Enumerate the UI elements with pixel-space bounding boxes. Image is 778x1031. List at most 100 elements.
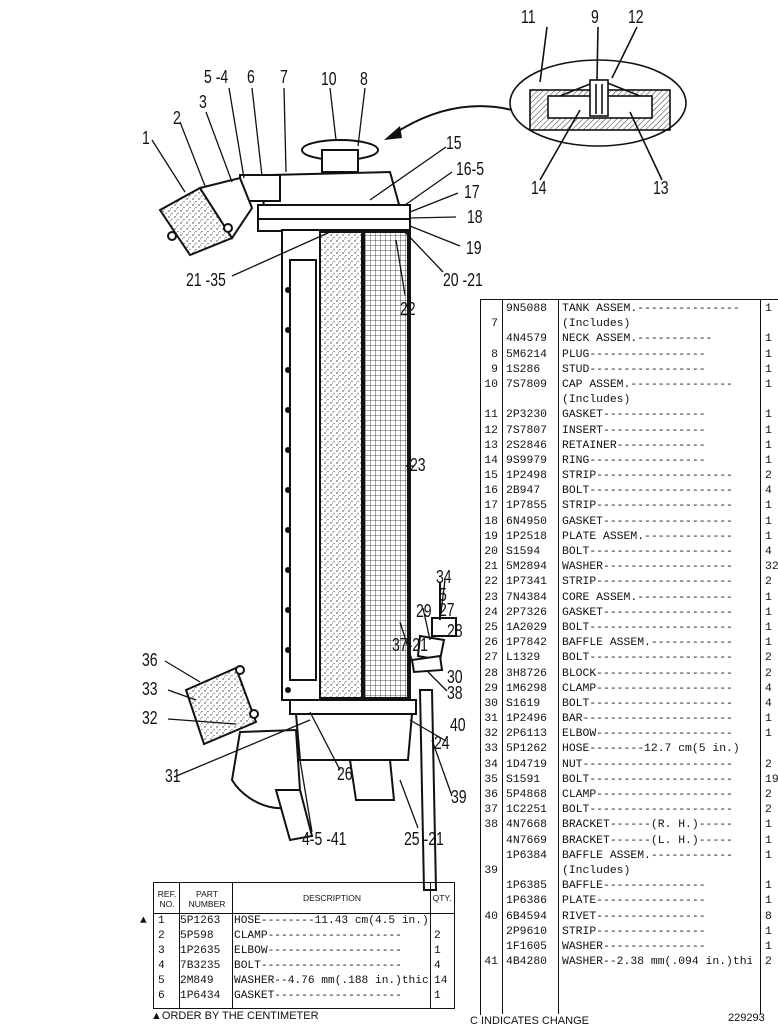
part-number: 1P6386 — [506, 895, 548, 908]
parts-list-qty-divider — [760, 299, 761, 1014]
quantity: 2 — [765, 470, 772, 483]
part-number: 1D4719 — [506, 758, 548, 771]
drain-fittings — [410, 582, 457, 674]
cell-qty: 1 — [434, 945, 441, 957]
description: NUT---------------------- — [562, 758, 733, 771]
cell-desc: WASHER--4.76 mm(.188 in.)thick- — [234, 975, 430, 987]
part-number: 5P1262 — [506, 743, 548, 756]
callout-15: 15 — [446, 133, 462, 153]
part-number: 1P7855 — [506, 500, 548, 513]
description: WASHER--------------- — [562, 940, 706, 953]
cell-pn: 5P1263 — [180, 915, 221, 927]
ref-no: 12 — [484, 424, 498, 437]
quantity: 1 — [765, 834, 772, 847]
cell-desc: HOSE--------11.43 cm(4.5 in.) — [234, 915, 429, 927]
ref-no: 32 — [484, 728, 498, 741]
col-line-1 — [179, 883, 180, 1008]
quantity: 1 — [765, 363, 772, 376]
ref-no: 40 — [484, 910, 498, 923]
quantity: 1 — [765, 606, 772, 619]
quantity: 4 — [765, 546, 772, 558]
callout-19: 19 — [466, 238, 482, 258]
part-number: 1F1605 — [506, 940, 548, 953]
callout-38: 38 — [447, 683, 463, 703]
callout-28: 28 — [447, 621, 463, 641]
part-number: 3H8726 — [506, 667, 548, 680]
quantity: 2 — [765, 956, 772, 969]
parts-list-pn-divider — [502, 299, 503, 1014]
description: CLAMP-------------------- — [562, 682, 733, 695]
ref-no: 37 — [484, 804, 498, 817]
cell-ref: 1 — [158, 915, 165, 927]
quantity: 1 — [765, 819, 772, 832]
quantity: 32 — [765, 561, 778, 574]
part-number: 2S2846 — [506, 439, 548, 452]
top-tank — [239, 139, 411, 232]
part-number: 6N4950 — [506, 515, 548, 528]
table-header: REF. NO. PART NUMBER DESCRIPTION QTY. — [154, 883, 454, 914]
part-number: 1P2518 — [506, 530, 548, 543]
side-bolts — [285, 287, 291, 693]
quantity: 4 — [765, 697, 772, 710]
callout-9: 9 — [591, 7, 599, 27]
callout-34: 34 — [436, 567, 452, 587]
callout-8: 8 — [360, 69, 368, 89]
quantity: 1 — [765, 637, 772, 650]
ref-no: 18 — [484, 515, 498, 528]
callout-39: 39 — [451, 787, 467, 807]
ref-no: 33 — [484, 743, 498, 756]
part-number: 1P6385 — [506, 880, 548, 893]
callout-14: 14 — [531, 178, 547, 198]
quantity: 1 — [765, 409, 772, 422]
cell-pn: 1P2635 — [180, 945, 221, 957]
quantity: 1 — [765, 880, 772, 893]
callout-23: 23 — [410, 455, 426, 475]
description: GASKET------------------- — [562, 606, 733, 619]
page-code: 229293 — [728, 1012, 765, 1024]
cap-detail-inset — [509, 26, 687, 181]
callout-36: 36 — [142, 650, 158, 670]
part-number: L1329 — [506, 652, 541, 665]
ref-no: 17 — [484, 500, 498, 513]
callout-6: 6 — [247, 67, 255, 87]
description: INSERT--------------- — [562, 424, 706, 437]
callout-7: 7 — [280, 67, 288, 87]
ref-no: 27 — [484, 652, 498, 665]
ref-no: 29 — [484, 682, 498, 695]
description: BAFFLE ASSEM.------------ — [562, 849, 733, 862]
col-line-2 — [232, 883, 233, 1008]
ref-no: 9 — [491, 363, 498, 376]
description: BOLT--------------------- — [562, 621, 733, 634]
description: RETAINER------------- — [562, 439, 706, 452]
cell-qty: 1 — [434, 990, 441, 1002]
description: STRIP-------------------- — [562, 470, 733, 483]
ref-no: 36 — [484, 789, 498, 801]
description: BRACKET------(L. H.)----- — [562, 834, 733, 847]
cell-ref: 2 — [158, 930, 165, 942]
description: STUD----------------- — [562, 363, 706, 376]
part-number: 5P4868 — [506, 789, 548, 801]
part-number: 1P7341 — [506, 576, 548, 589]
header-description: DESCRIPTION — [302, 893, 362, 903]
cell-pn: 5P598 — [180, 930, 214, 942]
ref-no: 15 — [484, 470, 498, 483]
description: BOLT--------------------- — [562, 546, 733, 558]
cell-ref: 3 — [158, 945, 165, 957]
description: BOLT--------------------- — [562, 773, 733, 786]
